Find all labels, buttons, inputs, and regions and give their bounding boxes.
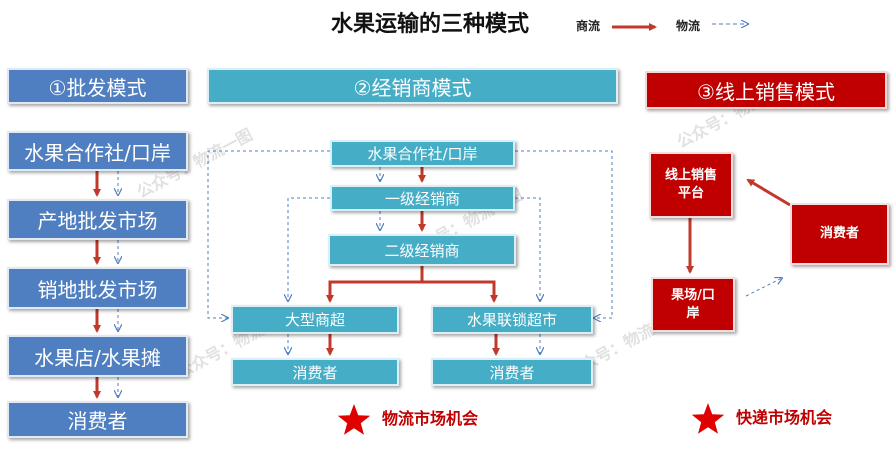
mode2-commerce-arrows <box>326 167 500 356</box>
mode3-node-consumer: 消费者 <box>790 203 889 265</box>
legend-commerce-label: 商流 <box>576 19 601 33</box>
mode2-node-cooperative: 水果合作社/口岸 <box>330 140 515 167</box>
mode1-node-consumer: 消费者 <box>7 401 188 438</box>
mode2-node-level1-distributor: 一级经销商 <box>330 185 515 211</box>
mode1-header: ①批发模式 <box>7 68 188 104</box>
mode1-node-origin-market: 产地批发市场 <box>7 199 188 240</box>
star-icon <box>337 404 371 435</box>
mode2-logistics-arrows <box>207 150 613 354</box>
mode1-node-destination-market: 销地批发市场 <box>7 267 188 309</box>
mode1-node-cooperative: 水果合作社/口岸 <box>7 131 188 171</box>
mode3-logistics-arrow <box>745 278 782 297</box>
mode2-node-chain-supermarket: 水果联锁超市 <box>431 305 593 334</box>
legend-logistics-label: 物流 <box>676 19 701 33</box>
mode2-node-consumer-left: 消费者 <box>231 358 399 386</box>
mode2-node-consumer-right: 消费者 <box>431 358 593 386</box>
mode3-node-orchard: 果场/口岸 <box>651 277 735 332</box>
mode3-star-label: 快递市场机会 <box>736 408 833 427</box>
mode1-node-fruit-shop: 水果店/水果摊 <box>7 335 188 377</box>
page-title: 水果运输的三种模式 <box>330 12 529 37</box>
mode2-header: ②经销商模式 <box>207 68 618 104</box>
mode2-star-label: 物流市场机会 <box>382 409 479 428</box>
mode3-node-online-platform: 线上销售平台 <box>649 152 733 218</box>
mode3-commerce-order-arrow <box>746 178 791 207</box>
star-icon <box>691 403 725 434</box>
mode3-header: ③线上销售模式 <box>645 71 887 109</box>
mode2-node-level2-distributor: 二级经销商 <box>328 234 516 266</box>
mode2-node-supermarket: 大型商超 <box>231 305 399 334</box>
